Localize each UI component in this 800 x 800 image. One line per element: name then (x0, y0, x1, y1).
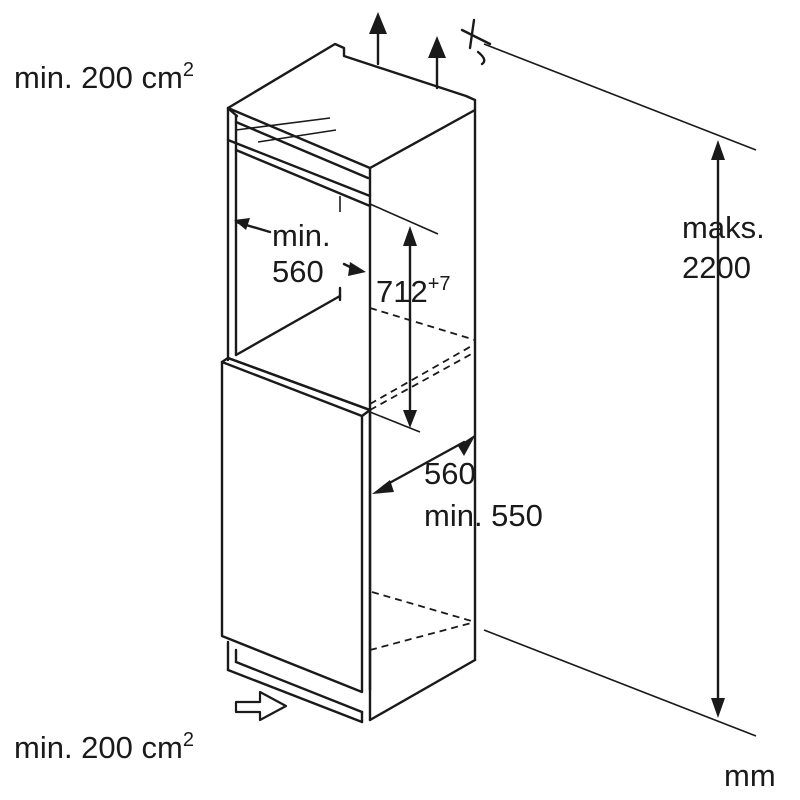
dim-depth (372, 434, 476, 494)
right-arrow-icon (234, 690, 288, 722)
depth-label-line2: min. 550 (424, 498, 543, 533)
vent-bottom-label: min. 200 cm2 (14, 729, 194, 765)
tilt-symbol-icon (460, 18, 492, 66)
dim-niche-height (369, 203, 439, 433)
dim-max-height (483, 43, 757, 737)
up-arrow-icon (428, 36, 446, 58)
vent-top-label: min. 200 cm2 (14, 59, 194, 95)
depth-label-line1: 560 (424, 456, 476, 491)
hidden-lines (369, 307, 476, 651)
up-arrow-icon (369, 12, 387, 34)
cabinet (226, 42, 477, 724)
vent-out-arrows (369, 12, 492, 90)
cabinet-top-face (226, 42, 477, 170)
max-height-label-line2: 2200 (682, 250, 751, 285)
niche-height-label: 712+7 (376, 273, 451, 309)
inner-width-label-line1: min. (272, 218, 331, 253)
vent-in-arrow (234, 690, 288, 722)
appliance (220, 356, 372, 694)
inner-width-label-line2: 560 (272, 254, 324, 289)
dim-inner-width (234, 196, 366, 276)
max-height-label-line1: maks. (682, 210, 765, 245)
unit-label: mm (724, 758, 776, 793)
appliance-front-panel (220, 356, 372, 694)
